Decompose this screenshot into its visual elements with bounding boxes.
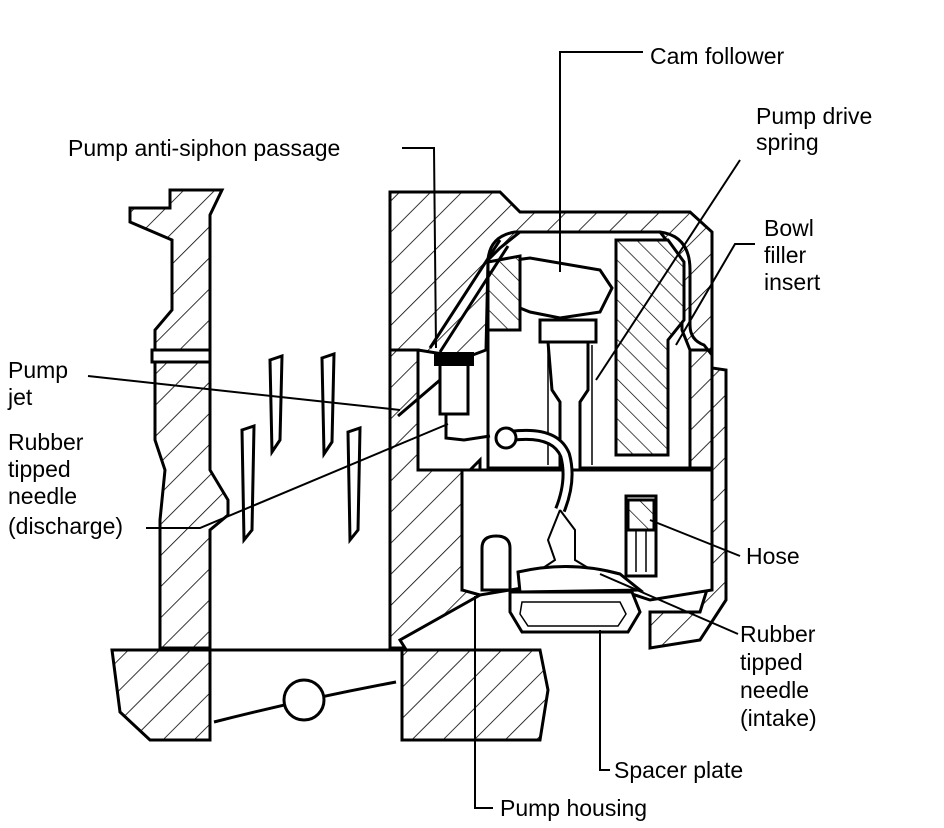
leader-anti-siphon: [402, 147, 437, 349]
leader-pump-housing: [474, 596, 493, 809]
label-bowl-filler-insert-1: Bowl: [764, 215, 814, 241]
pump-jet-nozzle: [438, 360, 470, 416]
label-intake-needle-1: Rubber: [740, 621, 816, 647]
label-discharge-needle-4: (discharge): [8, 513, 123, 539]
leader-bowl-filler: [675, 243, 755, 346]
label-spacer-plate: Spacer plate: [614, 757, 743, 783]
label-bowl-filler-insert-2: filler: [764, 242, 807, 268]
bowl-filler-insert: [614, 238, 686, 457]
label-discharge-needle-2: tipped: [8, 456, 71, 482]
label-bowl-filler-insert-3: insert: [764, 269, 821, 295]
label-discharge-needle-3: needle: [8, 483, 77, 509]
gasket-left: [150, 348, 212, 364]
label-pump-housing: Pump housing: [500, 795, 647, 821]
discharge-needle: [444, 414, 491, 442]
left-venturi-wall: [128, 188, 225, 362]
pump-jet-tube: [397, 378, 441, 418]
leader-intake-needle: [599, 573, 739, 635]
intake-needle: [626, 498, 656, 532]
leader-pump-drive-spring: [595, 159, 741, 381]
bowl-outline: [486, 230, 714, 470]
booster-bar-1: [268, 353, 284, 457]
label-pump-jet-1: Pump: [8, 357, 68, 383]
anti-siphon-passage: [428, 239, 510, 353]
left-venturi-wall-lower: [153, 358, 230, 650]
leader-spacer-plate: [599, 630, 610, 771]
label-intake-needle-4: (intake): [740, 705, 817, 731]
booster-bar-2: [320, 351, 336, 459]
label-pump-drive-spring-1: Pump drive: [756, 103, 872, 129]
label-pump-drive-spring-2: spring: [756, 129, 819, 155]
cam-hatched-piece: [486, 254, 522, 332]
booster-bar-4: [346, 425, 362, 545]
pump-check-ball: [480, 534, 512, 592]
hose-fitting: [494, 426, 518, 450]
pump-housing-inner: [519, 601, 627, 627]
leader-pump-jet: [87, 375, 401, 411]
base-left: [110, 648, 212, 742]
hose-inner: [509, 431, 571, 512]
label-pump-jet-2: jet: [7, 384, 33, 410]
label-intake-needle-2: tipped: [740, 649, 803, 675]
pump-jet-cap: [434, 352, 474, 366]
throttle-shaft: [282, 678, 326, 722]
label-hose: Hose: [746, 543, 800, 569]
leader-hose: [649, 519, 741, 557]
leader-cam-follower: [559, 51, 643, 272]
label-intake-needle-3: needle: [740, 677, 809, 703]
pump-rod: [538, 318, 598, 344]
booster-bar-3: [240, 423, 256, 545]
leader-discharge-needle: [146, 423, 449, 529]
label-discharge-needle-1: Rubber: [8, 429, 84, 455]
label-pump-anti-siphon-passage: Pump anti-siphon passage: [68, 135, 340, 161]
pump-diaphragm: [516, 564, 645, 594]
label-cam-follower: Cam follower: [650, 43, 785, 69]
